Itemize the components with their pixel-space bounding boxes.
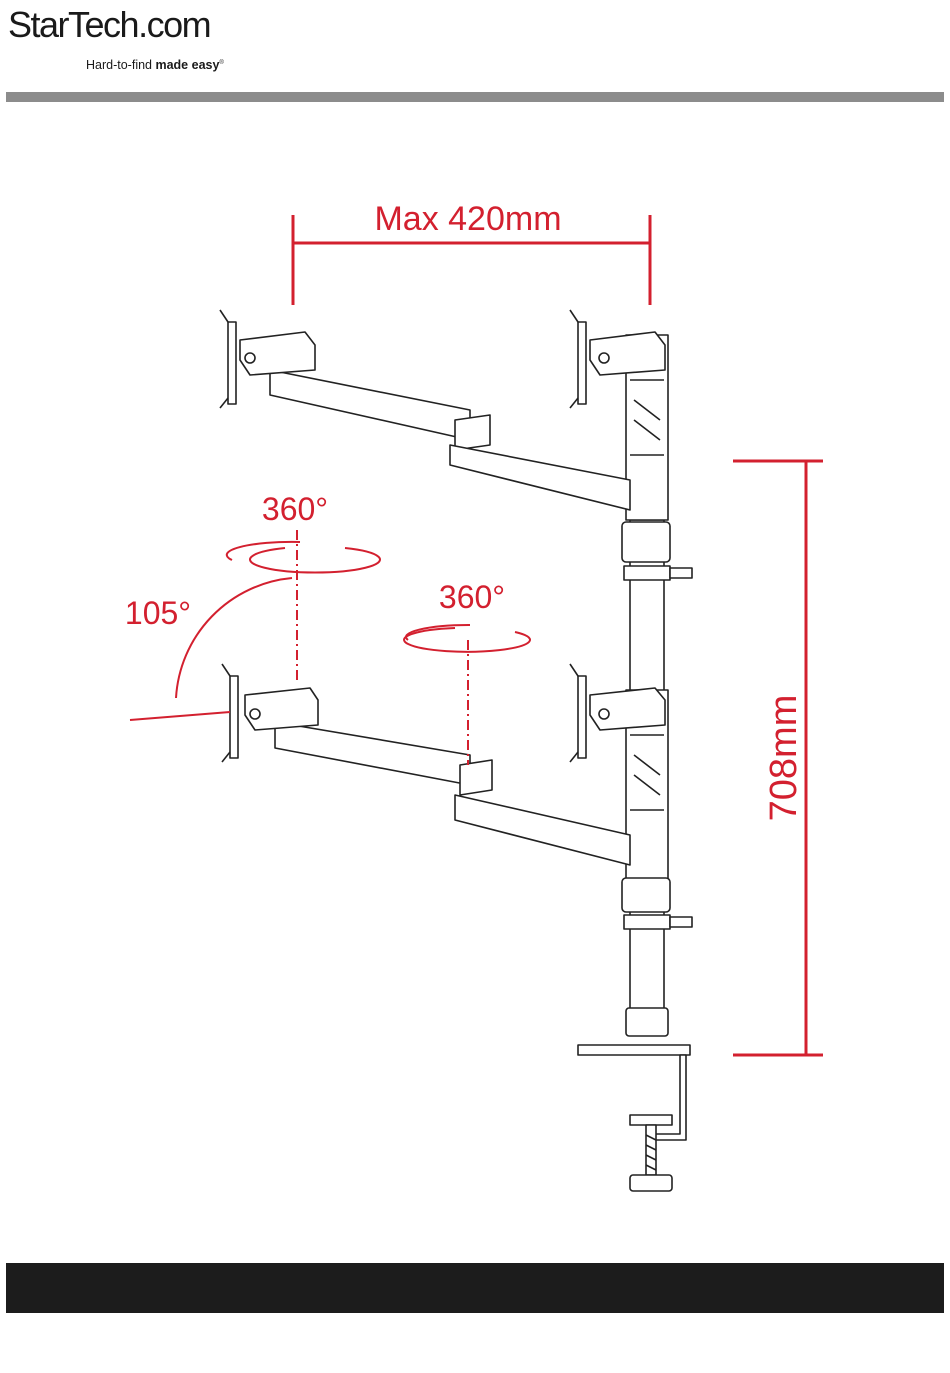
clamp-knob — [630, 1175, 672, 1191]
width-label: Max 420mm — [374, 200, 561, 238]
lower-clamp-ring — [624, 915, 670, 929]
desk-base-plate — [578, 1045, 690, 1055]
footer-bar — [6, 1263, 944, 1313]
lower-clamp-knob — [670, 917, 692, 927]
upper-collar — [622, 522, 670, 562]
upper-clamp-knob — [670, 568, 692, 578]
upper-rotation-label: 360° — [262, 491, 328, 527]
lower-left-arm-outer — [455, 795, 630, 865]
tilt-label: 105° — [125, 595, 191, 631]
lower-left-vesa-plate — [230, 676, 238, 758]
upper-left-arm-outer — [450, 445, 630, 510]
height-label: 708mm — [763, 695, 805, 822]
mount-line-art — [220, 310, 692, 1191]
lower-collar — [622, 878, 670, 912]
upper-rotation-arc — [250, 548, 380, 573]
lower-left-arm-inner — [275, 722, 470, 785]
lower-rotation-label: 360° — [439, 579, 505, 615]
upper-left-arm-inner — [270, 370, 470, 440]
upper-clamp-ring — [624, 566, 670, 580]
lower-right-vesa-plate — [578, 676, 586, 758]
dimension-markings — [293, 215, 823, 1055]
tilt-reference-line — [130, 712, 230, 720]
upper-right-vesa-plate — [578, 322, 586, 404]
pole-base — [626, 1008, 668, 1036]
upper-left-vesa-plate — [228, 322, 236, 404]
rotation-markings — [130, 530, 530, 765]
clamp-pad — [630, 1115, 672, 1125]
